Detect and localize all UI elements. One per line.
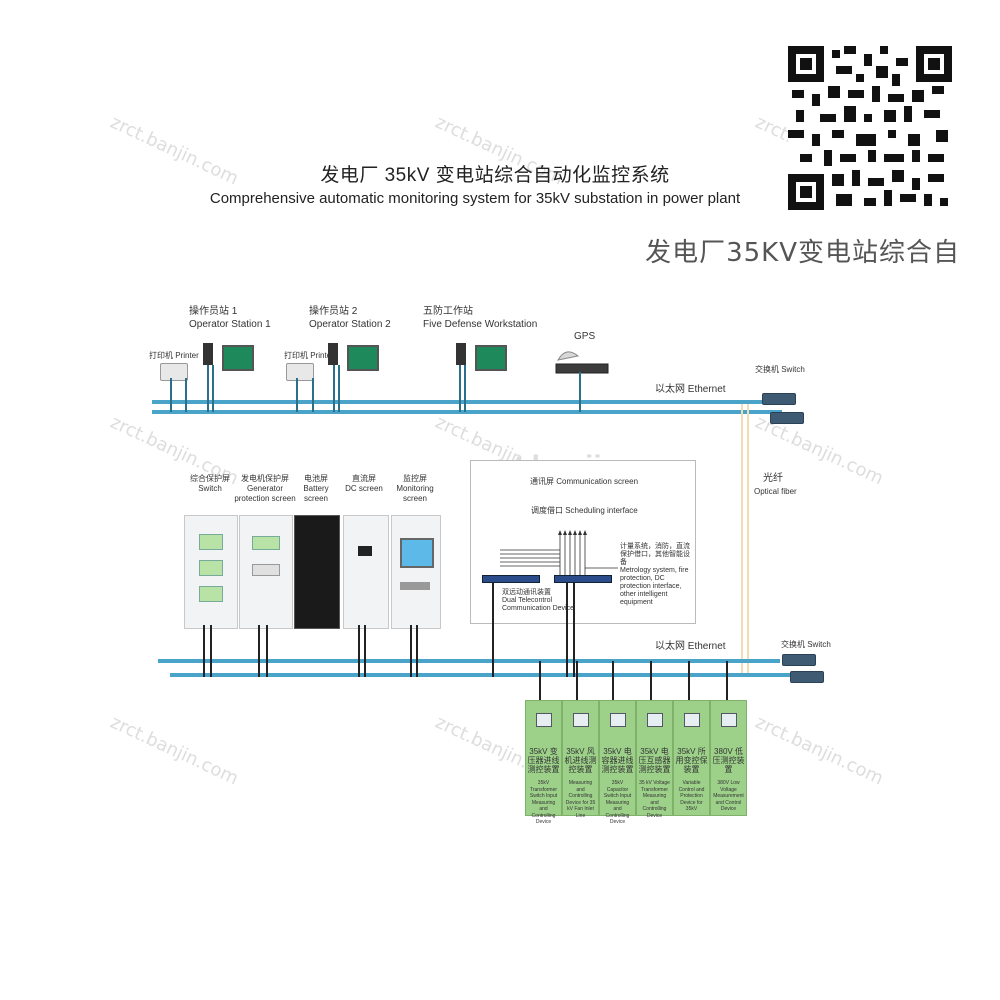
switch-top-label: 交换机 Switch bbox=[755, 365, 805, 374]
computer-tower-icon bbox=[328, 343, 338, 365]
device-voltage-transformer: 35kV 电压互感器测控装置 35 kV Voltage Transformer… bbox=[636, 700, 673, 819]
device-fan-inlet: 35kV 风机进线测控装置 Measuring and Controlling … bbox=[562, 700, 599, 819]
device-transformer: 35kV 变压器进线测控装置 35kV Transformer Switch I… bbox=[525, 700, 562, 825]
monitor-icon bbox=[222, 345, 254, 371]
link-line bbox=[459, 365, 461, 412]
gps-antenna-icon bbox=[555, 351, 609, 374]
link-line bbox=[338, 365, 340, 412]
page-subtitle: Comprehensive automatic monitoring syste… bbox=[209, 190, 741, 207]
page-title: 发电厂 35kV 变电站综合自动化监控系统 bbox=[320, 165, 670, 186]
network-switch-icon bbox=[782, 654, 816, 666]
station-3-label-en: Five Defense Workstation bbox=[423, 319, 538, 330]
device-icon bbox=[720, 713, 737, 727]
link-line bbox=[170, 378, 172, 412]
communication-screen-box bbox=[470, 460, 696, 624]
link-line bbox=[210, 625, 212, 677]
link-line bbox=[573, 583, 575, 677]
link-line bbox=[266, 625, 268, 677]
optical-fiber-cn: 光纤 bbox=[763, 473, 783, 484]
link-line bbox=[258, 625, 260, 677]
link-line bbox=[312, 378, 314, 412]
link-line bbox=[296, 378, 298, 412]
link-line bbox=[566, 583, 568, 677]
printer-2-label: 打印机 Printer bbox=[284, 351, 334, 360]
link-line bbox=[688, 661, 690, 701]
station-3-label-cn: 五防工作站 bbox=[423, 306, 473, 317]
link-line bbox=[364, 625, 366, 677]
battery-cabinet bbox=[294, 515, 340, 629]
device-station-transformer: 35kV 所用变控保装置 Variable Control and Protec… bbox=[673, 700, 710, 816]
device-icon bbox=[609, 713, 626, 727]
network-switch-icon bbox=[770, 412, 804, 424]
watermark: zrct.banjin.com bbox=[107, 711, 242, 790]
link-line bbox=[410, 625, 412, 677]
link-line bbox=[539, 661, 541, 701]
link-line bbox=[207, 365, 209, 412]
link-line bbox=[464, 365, 466, 412]
generator-protection-cabinet bbox=[239, 515, 293, 629]
scheduling-label: 调度借口 Scheduling interface bbox=[531, 506, 638, 515]
network-switch-icon bbox=[790, 671, 824, 683]
link-line bbox=[576, 661, 578, 701]
station-1-label-en: Operator Station 1 bbox=[189, 319, 271, 330]
comm-wiring bbox=[500, 530, 618, 575]
link-line bbox=[579, 372, 581, 412]
monitoring-cabinet bbox=[391, 515, 441, 629]
link-line bbox=[492, 583, 494, 677]
computer-tower-icon bbox=[203, 343, 213, 365]
ethernet-bus-top-2 bbox=[152, 410, 782, 414]
monitor-icon bbox=[475, 345, 507, 371]
gps-label: GPS bbox=[574, 331, 596, 342]
optical-fiber-line bbox=[747, 404, 749, 676]
optical-fiber-line bbox=[741, 404, 743, 676]
dc-cabinet bbox=[343, 515, 389, 629]
printer-icon bbox=[160, 363, 188, 381]
protection-cabinet bbox=[184, 515, 238, 629]
computer-tower-icon bbox=[456, 343, 466, 365]
device-icon bbox=[683, 713, 700, 727]
station-2-label-cn: 操作员站 2 bbox=[309, 306, 358, 317]
comm-screen-label: 通讯屏 Communication screen bbox=[530, 477, 639, 486]
link-line bbox=[203, 625, 205, 677]
link-line bbox=[358, 625, 360, 677]
ethernet-bus-bottom-2 bbox=[170, 673, 792, 677]
banner-text: 发电厂35KV变电站综合自 bbox=[645, 238, 960, 268]
device-low-voltage: 380V 低压测控装置 380V Low Voltage Measurement… bbox=[710, 700, 747, 816]
device-icon bbox=[572, 713, 589, 727]
link-line bbox=[185, 378, 187, 412]
device-icon bbox=[646, 713, 663, 727]
monitor-icon bbox=[347, 345, 379, 371]
optical-fiber-en: Optical fiber bbox=[754, 487, 797, 496]
link-line bbox=[333, 365, 335, 412]
device-capacitor: 35kV 电容器进线测控装置 35kV Capacitor Switch Inp… bbox=[599, 700, 636, 825]
switch-bottom-label: 交换机 Switch bbox=[781, 640, 831, 649]
telecontrol-device-icon bbox=[482, 575, 540, 583]
link-line bbox=[726, 661, 728, 701]
ethernet-top-label: 以太网 Ethernet bbox=[655, 384, 726, 395]
station-2-label-en: Operator Station 2 bbox=[309, 319, 391, 330]
printer-icon bbox=[286, 363, 314, 381]
station-1-label-cn: 操作员站 1 bbox=[189, 306, 238, 317]
watermark: zrct.banjin.com bbox=[752, 711, 887, 790]
printer-1-label: 打印机 Printer bbox=[149, 351, 199, 360]
link-line bbox=[650, 661, 652, 701]
ethernet-bus-top-1 bbox=[152, 400, 764, 404]
link-line bbox=[212, 365, 214, 412]
network-switch-icon bbox=[762, 393, 796, 405]
ethernet-bus-bottom-1 bbox=[158, 659, 780, 663]
link-line bbox=[612, 661, 614, 701]
telecontrol-device-icon bbox=[554, 575, 612, 583]
device-icon bbox=[535, 713, 552, 727]
link-line bbox=[416, 625, 418, 677]
ethernet-bottom-label: 以太网 Ethernet bbox=[655, 641, 726, 652]
qr-code bbox=[788, 46, 952, 210]
